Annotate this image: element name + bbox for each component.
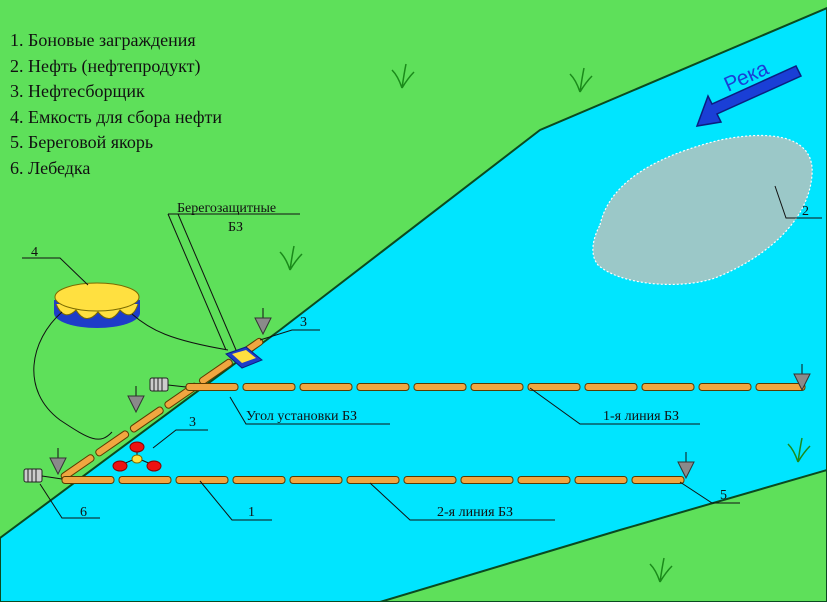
boom-segment (61, 476, 115, 484)
line2-label: 2-я линия БЗ (437, 505, 513, 520)
boom-segment (289, 476, 343, 484)
grass-icons (279, 63, 811, 583)
anchor-triangle-icon (254, 308, 272, 336)
anchor-triangle (254, 317, 272, 336)
line1-label: 1-я линия БЗ (603, 409, 679, 424)
boom-segment (584, 383, 638, 391)
skimmer-box (225, 346, 263, 369)
winch-icon (149, 377, 169, 392)
legend-item: 5. Береговой якорь (10, 132, 154, 152)
oil-slick (592, 134, 813, 286)
number-6-label: 6 (80, 505, 87, 520)
boom-segment (527, 383, 581, 391)
leader-lines (22, 185, 822, 521)
boom-segment (698, 383, 752, 391)
anchor-triangle (49, 457, 67, 476)
legend-item: 2. Нефть (нефтепродукт) (10, 55, 201, 76)
legend-item: 4. Емкость для сбора нефти (10, 106, 223, 127)
hose (131, 313, 229, 351)
anchors (49, 308, 811, 480)
number-3-label: 3 (300, 315, 307, 330)
anchor-triangle-icon (793, 364, 811, 392)
legend: 1. Боновые заграждения 2. Нефть (нефтепр… (10, 28, 222, 181)
legend-item: 1. Боновые заграждения (10, 30, 196, 50)
boom-segment (198, 358, 233, 385)
legend-item: 6. Лебедка (10, 157, 91, 178)
boom-segment (755, 383, 806, 391)
angle-label: Угол установки БЗ (246, 409, 357, 424)
shore-protection-label: Берегозащитные (177, 201, 276, 216)
boom-segment (118, 476, 172, 484)
number-4-label: 4 (31, 245, 38, 260)
anchor-triangle (677, 461, 695, 480)
boom-segment (631, 476, 685, 484)
boom-segment (641, 383, 695, 391)
boom-segment (185, 383, 239, 391)
boom-segment (95, 430, 130, 457)
arrow-left-down-icon (695, 65, 803, 127)
winch-icon (23, 468, 43, 483)
boom-segment (460, 476, 514, 484)
number-1-label: 1 (248, 505, 255, 520)
boom-segment (574, 476, 628, 484)
boom-segment (517, 476, 571, 484)
anchor-triangle (127, 395, 145, 414)
anchor-triangle-icon (677, 452, 695, 480)
grass-icon (649, 557, 673, 583)
shore-protection-abbr: БЗ (228, 220, 243, 235)
boom-segment (242, 383, 296, 391)
grass-icon (391, 63, 415, 89)
boom-segment (346, 476, 400, 484)
oil-tank (54, 282, 140, 328)
grass-icon (569, 67, 593, 93)
grass-icon (279, 245, 303, 271)
cable (41, 475, 63, 480)
cable (167, 384, 187, 388)
anchor-triangle-icon (127, 386, 145, 414)
anchor-triangle-icon (49, 448, 67, 476)
number-3-label: 3 (189, 415, 196, 430)
legend-item: 3. Нефтесборщик (10, 81, 145, 101)
number-2-label: 2 (802, 204, 809, 219)
skimmer-floats (112, 441, 162, 472)
grass-icon (787, 437, 811, 463)
boom-segment (129, 406, 164, 433)
boom-segment (403, 476, 457, 484)
boom-segment (413, 383, 467, 391)
anchor-triangle (793, 373, 811, 392)
river-water (0, 7, 827, 602)
boom-segment (470, 383, 524, 391)
boom-segment (299, 383, 353, 391)
boom-segment (356, 383, 410, 391)
boom-segment (175, 476, 229, 484)
number-5-label: 5 (720, 488, 727, 503)
boom-segment (232, 476, 286, 484)
hose (33, 311, 113, 440)
